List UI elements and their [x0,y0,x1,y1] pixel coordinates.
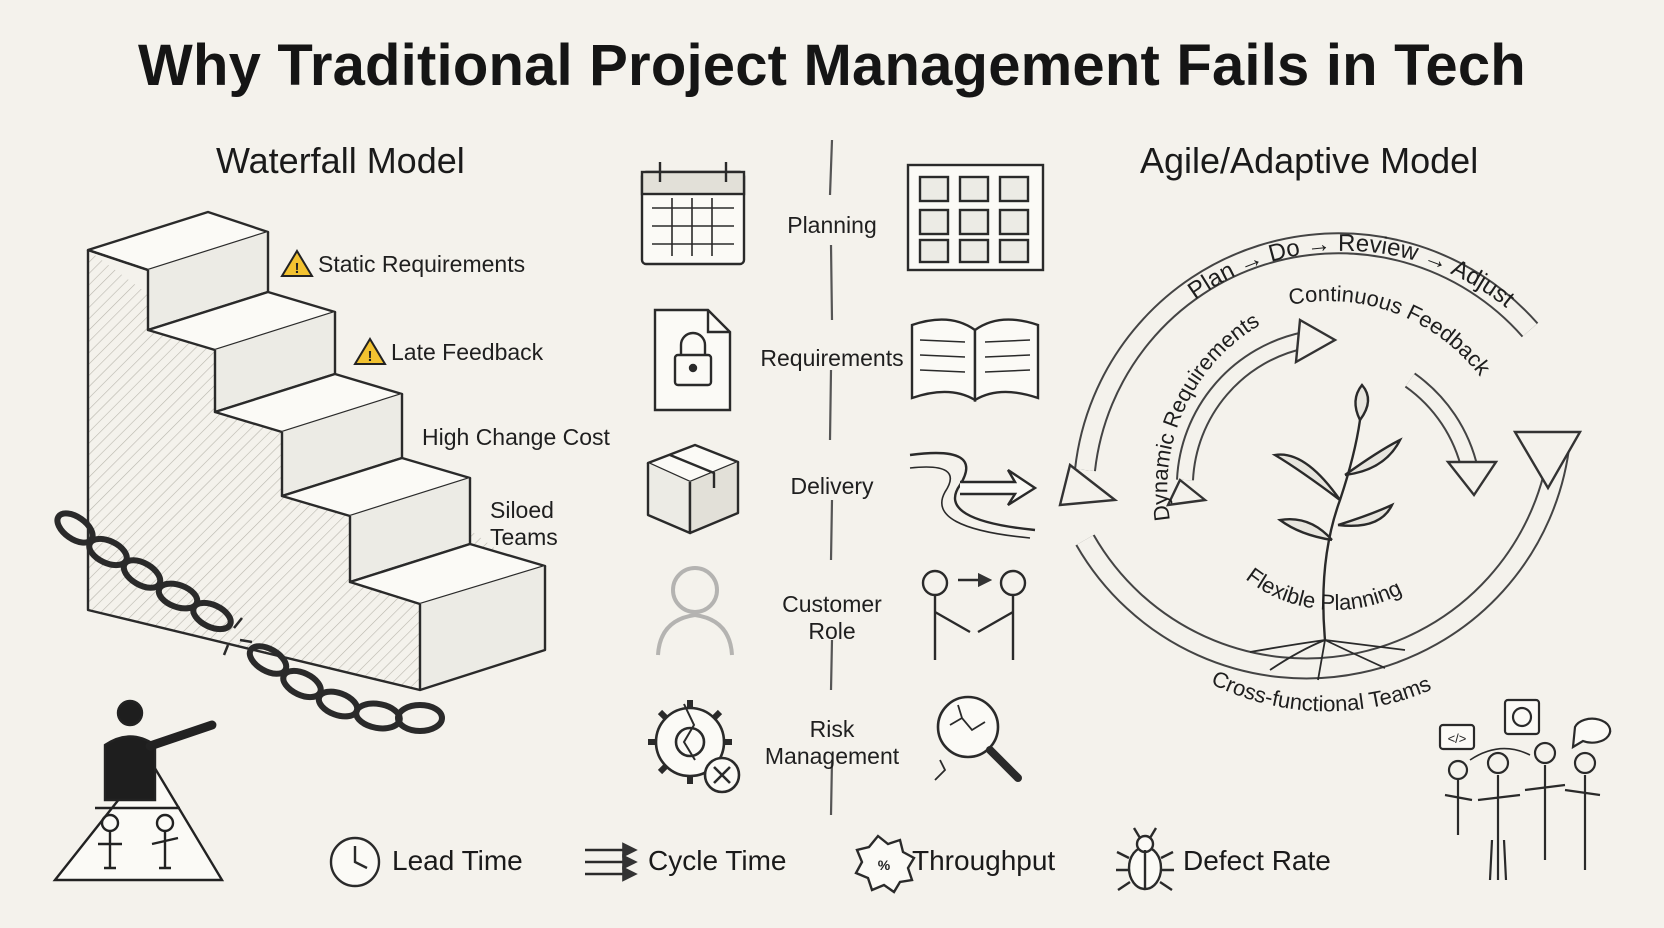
row-label-risk-management: Risk Management [764,716,900,769]
page-title: Why Traditional Project Management Fails… [138,33,1526,98]
handshake-icon [921,569,1027,660]
code-badge: </> [1448,731,1467,746]
broken-gear-icon [648,700,741,794]
row-label-planning: Planning [787,212,877,238]
sprout-icon [1249,383,1406,681]
percent-badge-icon: % [854,834,916,894]
calendar-icon [640,162,746,266]
metric-lead-time: Lead Time [392,845,523,876]
waterfall-label-high-change-cost: High Change Cost [422,424,610,450]
svg-text:!: ! [368,348,373,365]
team-group-icon: </> [1438,698,1612,881]
magnifier-icon [934,695,1022,782]
clock-icon [329,836,381,888]
winding-road-icon [909,451,1038,539]
warning-icon: ! [353,337,387,365]
arrows-icon [585,842,638,882]
center-divider [828,139,834,816]
metric-defect-rate: Defect Rate [1183,845,1331,876]
staircase-icon [86,210,547,692]
warning-icon: ! [280,249,314,277]
agile-heading: Agile/Adaptive Model [1140,140,1479,181]
blurred-person-icon [656,566,734,656]
metric-throughput: Throughput [912,845,1056,876]
waterfall-label-late-feedback: Late Feedback [391,339,544,365]
waterfall-label-static-requirements: Static Requirements [318,251,526,277]
row-label-delivery: Delivery [790,473,874,499]
svg-text:%: % [878,857,891,873]
box-icon [646,443,740,535]
locked-document-icon [653,308,732,412]
row-label-customer-role: Customer Role [782,591,882,644]
row-label-requirements: Requirements [760,345,904,371]
sticky-board-icon [906,163,1045,272]
svg-text:!: ! [295,260,300,277]
metric-cycle-time: Cycle Time [648,845,787,876]
waterfall-heading: Waterfall Model [216,140,465,181]
bug-icon [1116,827,1174,891]
manager-pyramid-icon [52,699,225,882]
waterfall-label-siloed-teams: Siloed Teams [490,497,558,550]
broken-chain-icon [54,510,445,734]
agile-cycle-diagram [1058,232,1583,680]
open-book-icon [910,318,1040,403]
